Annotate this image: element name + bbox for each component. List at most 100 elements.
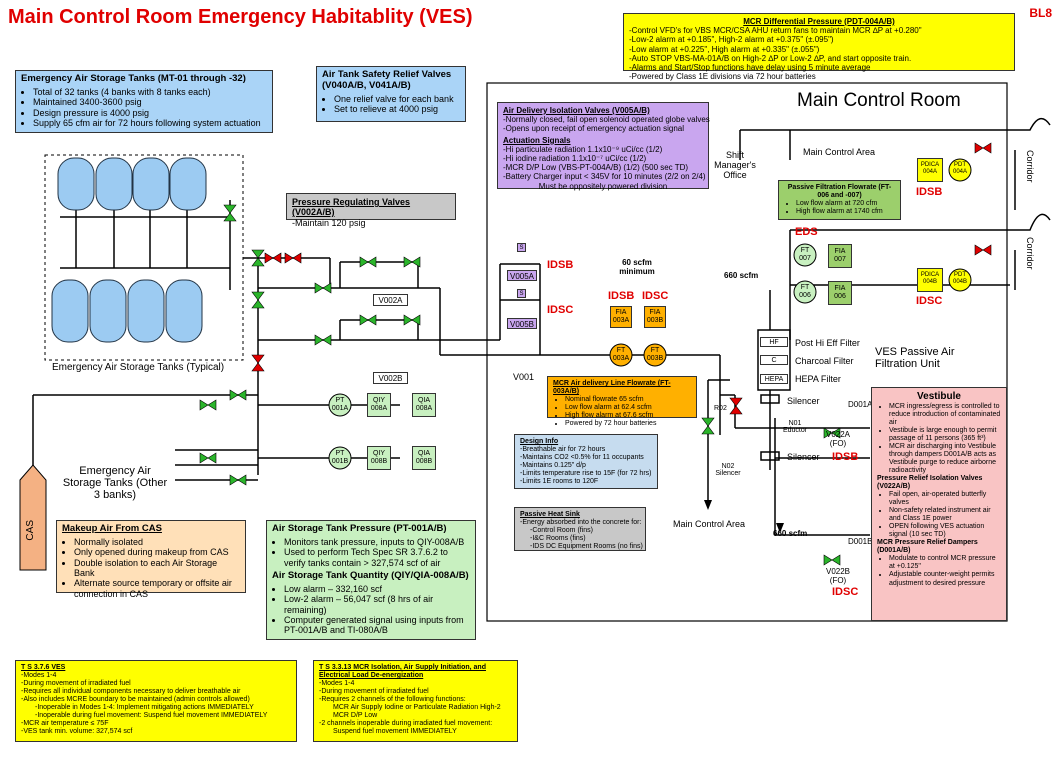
idsb-tag-4: IDSB <box>832 451 859 463</box>
ft007: FT 007 <box>799 247 811 262</box>
idsc-tag-4: IDSC <box>832 586 859 598</box>
ts3313-line: -Requires 2 channels of the following fu… <box>319 696 466 704</box>
mcr-dp-heading: MCR Differential Pressure (PDT-004A/B) <box>743 17 895 26</box>
signal-line: -MCR D/P Low (VBS-PT-004A/B) (1/2) (500 … <box>503 163 689 173</box>
solenoid-a: S <box>517 243 526 252</box>
design-info-heading: Design Info <box>520 438 559 445</box>
fia003b: FIA 003B <box>644 306 666 328</box>
ts376-heading: T S 3.7.6 VES <box>21 664 66 671</box>
tank-quantity-heading: Air Storage Tank Quantity (QIY/QIA-008A/… <box>272 569 469 581</box>
makeup-heading: Makeup Air From CAS <box>62 523 162 534</box>
isolation-line: -Opens upon receipt of emergency actuati… <box>503 124 684 134</box>
heat-sink-line: -IDS DC Equipment Rooms (no fins) <box>530 543 643 551</box>
storage-tanks-note: Emergency Air Storage Tanks (MT-01 throu… <box>15 70 273 133</box>
v022b-label: V022B (FO) <box>825 567 851 585</box>
page-code: BL8 <box>1029 6 1052 20</box>
signals-heading: Actuation Signals <box>503 135 571 145</box>
flow-660-label: 660 scfm <box>724 271 759 280</box>
hf-filter: HF <box>760 337 788 347</box>
isolation-line: -Normally closed, fail open solenoid ope… <box>503 115 710 125</box>
isolation-note: Air Delivery Isolation Valves (V005A/B) … <box>497 102 710 191</box>
mcr-dp-note: MCR Differential Pressure (PDT-004A/B) -… <box>623 13 1015 81</box>
mcr-boundary <box>486 82 1008 622</box>
passive-filtration-item: High flow alarm at 1740 cfm <box>796 208 895 216</box>
line-flow-note: MCR Air delivery Line Flowrate (FT-003A/… <box>547 376 697 427</box>
fia003a: FIA 003A <box>610 306 632 328</box>
v002a-label: V002A <box>373 294 408 306</box>
eds-tag: EDS <box>795 226 818 238</box>
ts3313-line: MCR Air Supply Iodine or Particulate Rad… <box>333 704 501 712</box>
qiy008b: QIY 008B <box>367 446 391 470</box>
design-info-line: -Maintains CO2 <0.5% for 11 occupants <box>520 454 644 462</box>
heat-sink-line: -I&C Rooms (fins) <box>530 535 586 543</box>
ft003b: FT 003B <box>646 347 664 362</box>
n01-label: N01 Eductor <box>782 420 808 434</box>
storage-tanks-item: Maintained 3400-3600 psig <box>33 97 267 107</box>
makeup-item: Only opened during makeup from CAS <box>74 547 240 557</box>
storage-tanks-item: Design pressure is 4000 psig <box>33 108 267 118</box>
relief-valves-item: One relief valve for each bank <box>334 94 460 104</box>
heat-sink-line: -Energy absorbed into the concrete for: <box>520 519 642 527</box>
tank-quantity-item: Low-2 alarm – 56,047 scf (8 hrs of air r… <box>284 594 470 615</box>
ts3313-heading: T S 3.3.13 MCR Isolation, Air Supply Ini… <box>319 664 486 680</box>
tank-pressure-item: Used to perform Tech Spec SR 3.7.6.2 to … <box>284 547 470 568</box>
passive-filtration-heading: Passive Filtration Flowrate (FT-006 and … <box>787 184 892 200</box>
prv-line: -Maintain 120 psig <box>292 217 366 228</box>
heat-sink-heading: Passive Heat Sink <box>520 511 580 518</box>
makeup-note: Makeup Air From CAS Normally isolated On… <box>56 520 246 599</box>
signal-line: Must be oppositely powered division <box>538 181 668 191</box>
ts376-line: -Requires all individual components nece… <box>21 688 241 696</box>
tank-pressure-item: Monitors tank pressure, inputs to QIY-00… <box>284 537 470 547</box>
pdica004b: PDICA 004B <box>917 268 943 292</box>
design-info-line: -Limits temperature rise to 15F (for 72 … <box>520 470 652 478</box>
mcr-dp-line: -Alarms and Start/Stop functions have de… <box>629 62 871 72</box>
tank-quantity-item: Computer generated signal using inputs f… <box>284 615 470 636</box>
makeup-item: Normally isolated <box>74 537 240 547</box>
tank <box>57 157 95 211</box>
pdt004b: PDT 004B <box>952 272 967 285</box>
vestibule-pr-item: Fail open, air-operated butterfly valves <box>889 491 1001 507</box>
signal-line: -Hi particulate radiation 1.1x10⁻⁹ uCi/c… <box>503 144 663 154</box>
storage-tanks-item: Supply 65 cfm air for 72 hours following… <box>33 118 267 128</box>
vestibule-note: Vestibule MCR ingress/egress is controll… <box>871 387 1007 621</box>
tanks-typical-label: Emergency Air Storage Tanks (Typical) <box>52 362 225 373</box>
cas-source <box>19 464 47 571</box>
vestibule-damper-item: Adjustable counter-weight permits adjust… <box>889 571 1001 587</box>
v002b-label: V002B <box>373 372 408 384</box>
tank-pressure-note: Air Storage Tank Pressure (PT-001A/B) Mo… <box>266 520 476 640</box>
idsb-tag: IDSB <box>547 259 574 271</box>
vestibule-pr-item: Non-safety related instrument air and Cl… <box>889 507 1001 523</box>
page-title: Main Control Room Emergency Habitablity … <box>8 6 473 28</box>
line-flow-item: Powered by 72 hour batteries <box>565 420 691 428</box>
other-banks-label: Emergency Air Storage Tanks (Other 3 ban… <box>62 465 168 501</box>
ts376-line: -Inoperable during fuel movement: Suspen… <box>35 712 268 720</box>
ts376-line: -Modes 1-4 <box>21 672 57 680</box>
post-filter-label: Post Hi Eff Filter <box>795 338 860 348</box>
flow-60-label: 60 scfm minimum <box>619 258 655 276</box>
n02-label: N02 Silencer <box>715 463 741 477</box>
ts376-note: T S 3.7.6 VES -Modes 1-4 -During movemen… <box>15 660 297 742</box>
design-info-line: -Limits 1E rooms to 120F <box>520 478 599 486</box>
hepa-filter: HEPA <box>760 374 788 384</box>
idsc-tag-2: IDSC <box>642 290 669 302</box>
charcoal-filter-label: Charcoal Filter <box>795 356 854 366</box>
storage-tanks-heading: Emergency Air Storage Tanks (MT-01 throu… <box>21 73 246 84</box>
vestibule-item: MCR air discharging into Vestibule throu… <box>889 443 1001 475</box>
line-flow-item: High flow alarm at 67.6 scfm <box>565 412 691 420</box>
tank <box>89 279 127 343</box>
tank <box>95 157 133 211</box>
tank <box>169 157 207 211</box>
ts376-line: -Also includes MCRE boundary to be maint… <box>21 696 250 704</box>
idsb-tag-2: IDSB <box>608 290 635 302</box>
main-control-area-label: Main Control Area <box>803 147 876 157</box>
relief-valves-heading: Air Tank Safety Relief Valves (V040A/B, … <box>322 69 452 91</box>
ts3313-line: -2 channels inoperable during irradiated… <box>319 720 493 728</box>
tank <box>132 157 170 211</box>
idsc-tag: IDSC <box>547 304 574 316</box>
v005b-label: V005B <box>507 318 537 329</box>
d001a-label: D001A <box>848 400 873 409</box>
line-flow-item: Low flow alarm at 62.4 scfm <box>565 404 691 412</box>
vestibule-pr-heading: Pressure Relief Isolation Valves (V022A/… <box>877 474 983 490</box>
